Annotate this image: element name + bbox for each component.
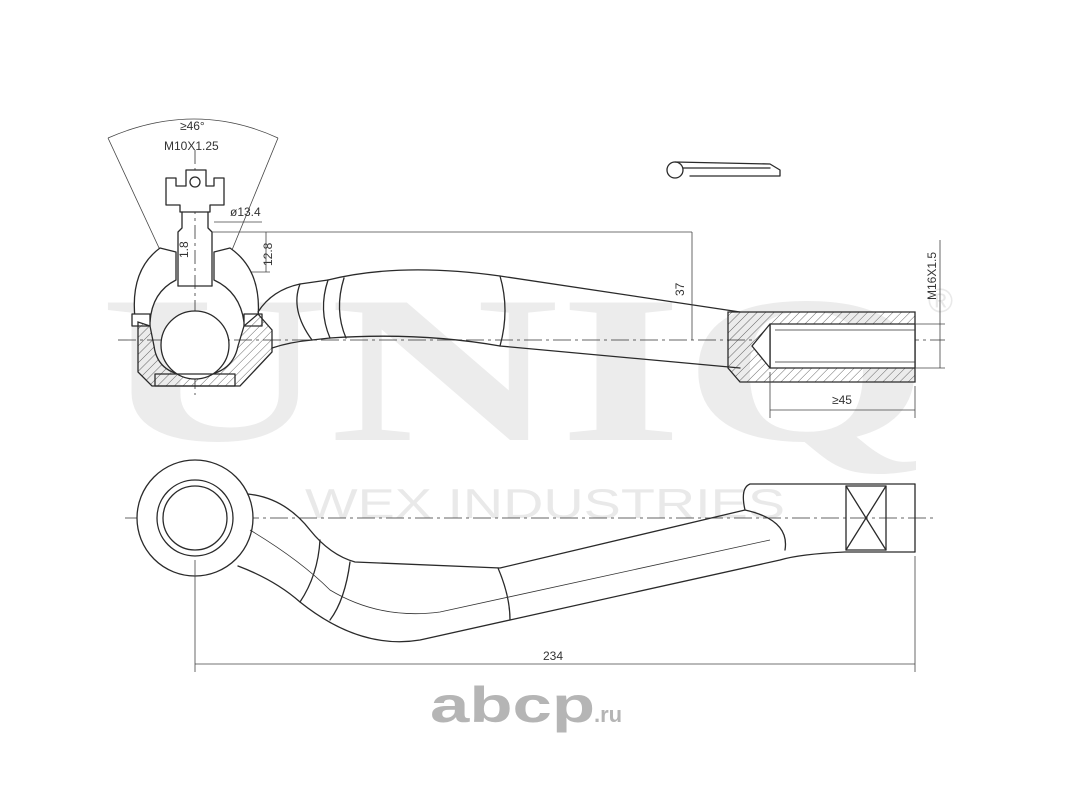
watermark-company: WEX INDUSTRIES: [305, 480, 785, 527]
stud-diameter-dimension: ø13.4: [230, 205, 261, 219]
angle-dimension: ≥46°: [180, 119, 205, 133]
thread-length-dimension: ≥45: [832, 393, 852, 407]
abcp-logo: abcp .ru: [430, 677, 622, 733]
stud-thread-dimension: M10X1.25: [164, 139, 219, 153]
dim-12-8-label: 12.8: [261, 242, 275, 266]
abcp-logo-suffix: .ru: [594, 702, 622, 727]
dim-1-8-label: 1.8: [177, 241, 191, 258]
abcp-logo-name: abcp: [430, 677, 595, 733]
inner-thread-dimension: M16X1.5: [925, 252, 939, 300]
dim-37-label: 37: [673, 282, 687, 296]
side-section-view: ≥46° M10X1.25 ø13.4 1.8 12.8: [107, 118, 945, 418]
watermark-registered-mark: ®: [928, 282, 953, 320]
plan-view: 234: [125, 459, 935, 672]
cotter-pin: [666, 161, 781, 179]
total-length-dimension: 234: [543, 649, 563, 663]
